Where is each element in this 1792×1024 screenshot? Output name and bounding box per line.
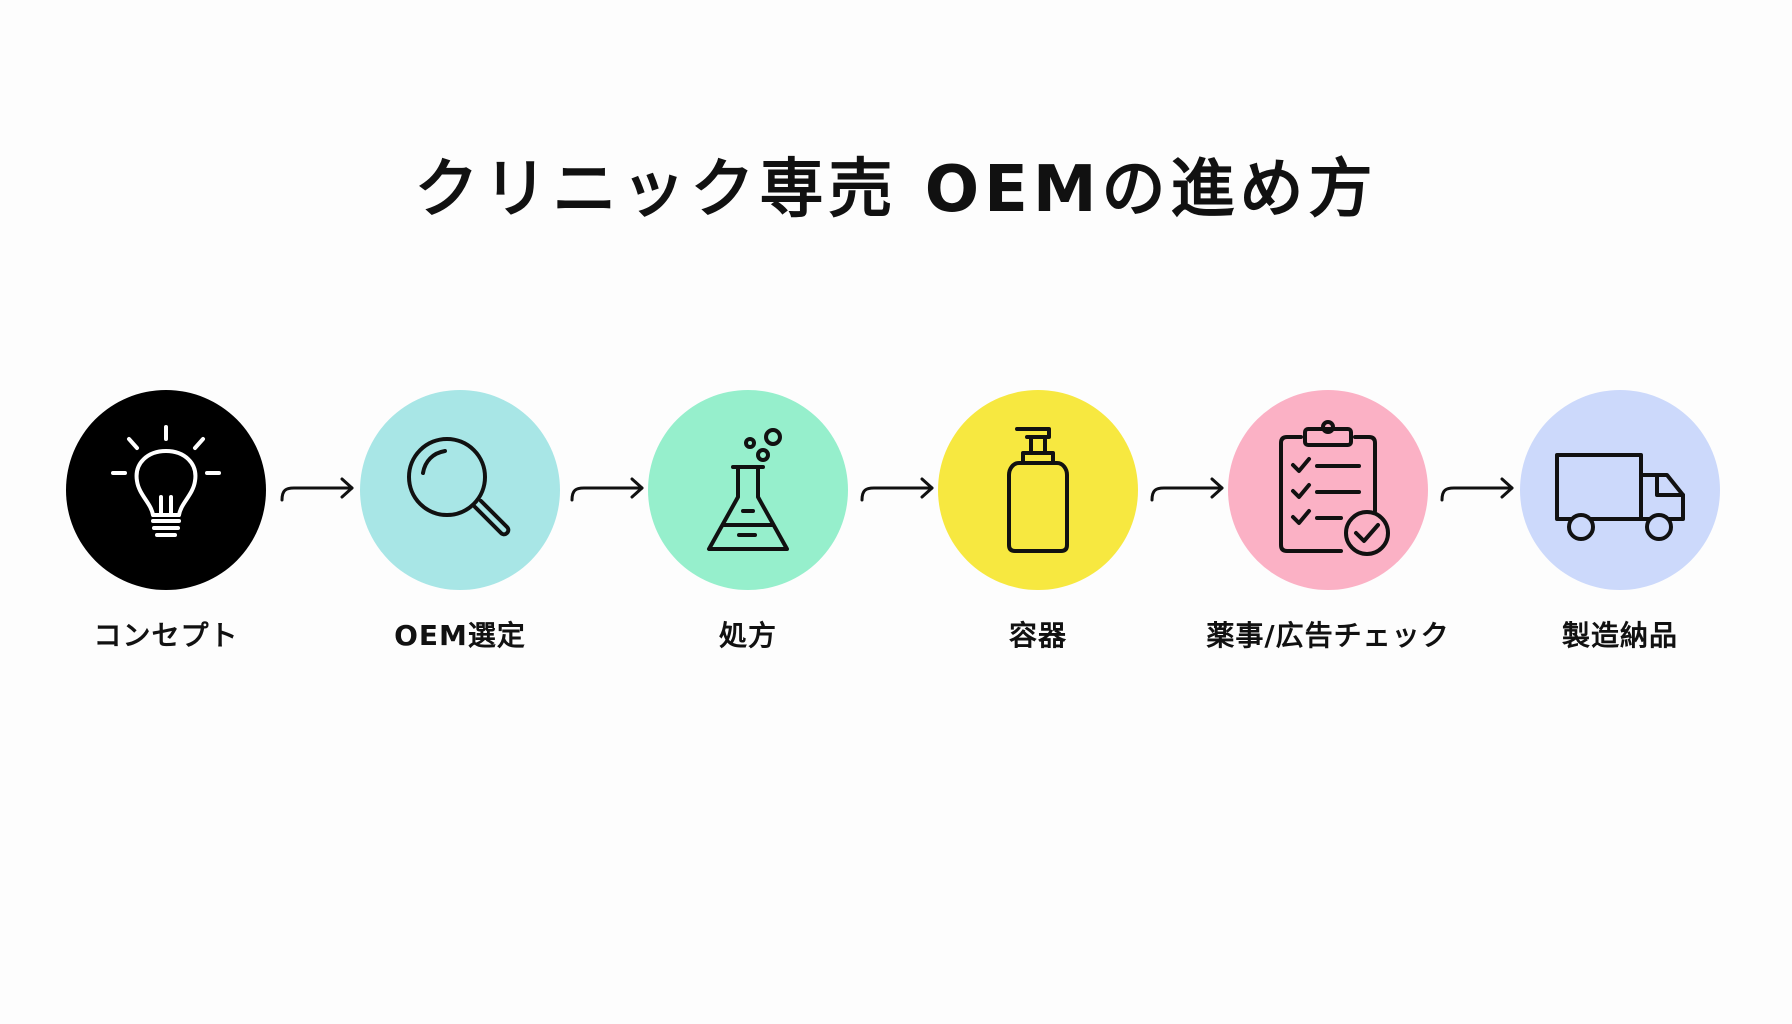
step-label: OEM選定 xyxy=(394,619,526,652)
arrow-icon xyxy=(1148,470,1228,510)
arrow-icon xyxy=(1438,470,1518,510)
page-title: クリニック専売 OEMの進め方 xyxy=(414,153,1378,227)
arrow-icon xyxy=(278,470,358,510)
flask-icon xyxy=(673,415,823,565)
arrow-icon xyxy=(858,470,938,510)
magnifier-icon xyxy=(385,415,535,565)
step-circle xyxy=(648,390,848,590)
step-circle xyxy=(1228,390,1428,590)
step-label: 容器 xyxy=(1008,619,1067,652)
lightbulb-icon xyxy=(91,415,241,565)
step-circle xyxy=(360,390,560,590)
arrow-icon xyxy=(568,470,648,510)
step-circle xyxy=(1520,390,1720,590)
step-label: 薬事/広告チェック xyxy=(1206,619,1450,652)
clipboard-check-icon xyxy=(1253,415,1403,565)
step-container: 容器 xyxy=(908,390,1168,654)
step-regulatory-check: 薬事/広告チェック xyxy=(1198,390,1458,654)
step-circle xyxy=(66,390,266,590)
pump-bottle-icon xyxy=(963,415,1113,565)
delivery-truck-icon xyxy=(1545,415,1695,565)
step-label: 製造納品 xyxy=(1561,619,1678,652)
step-label: 処方 xyxy=(718,619,777,652)
step-oem-selection: OEM選定 xyxy=(330,390,590,654)
step-manufacturing-delivery: 製造納品 xyxy=(1490,390,1750,654)
step-circle xyxy=(938,390,1138,590)
step-formulation: 処方 xyxy=(618,390,878,654)
step-concept: コンセプト xyxy=(36,390,296,654)
step-label: コンセプト xyxy=(93,619,239,652)
